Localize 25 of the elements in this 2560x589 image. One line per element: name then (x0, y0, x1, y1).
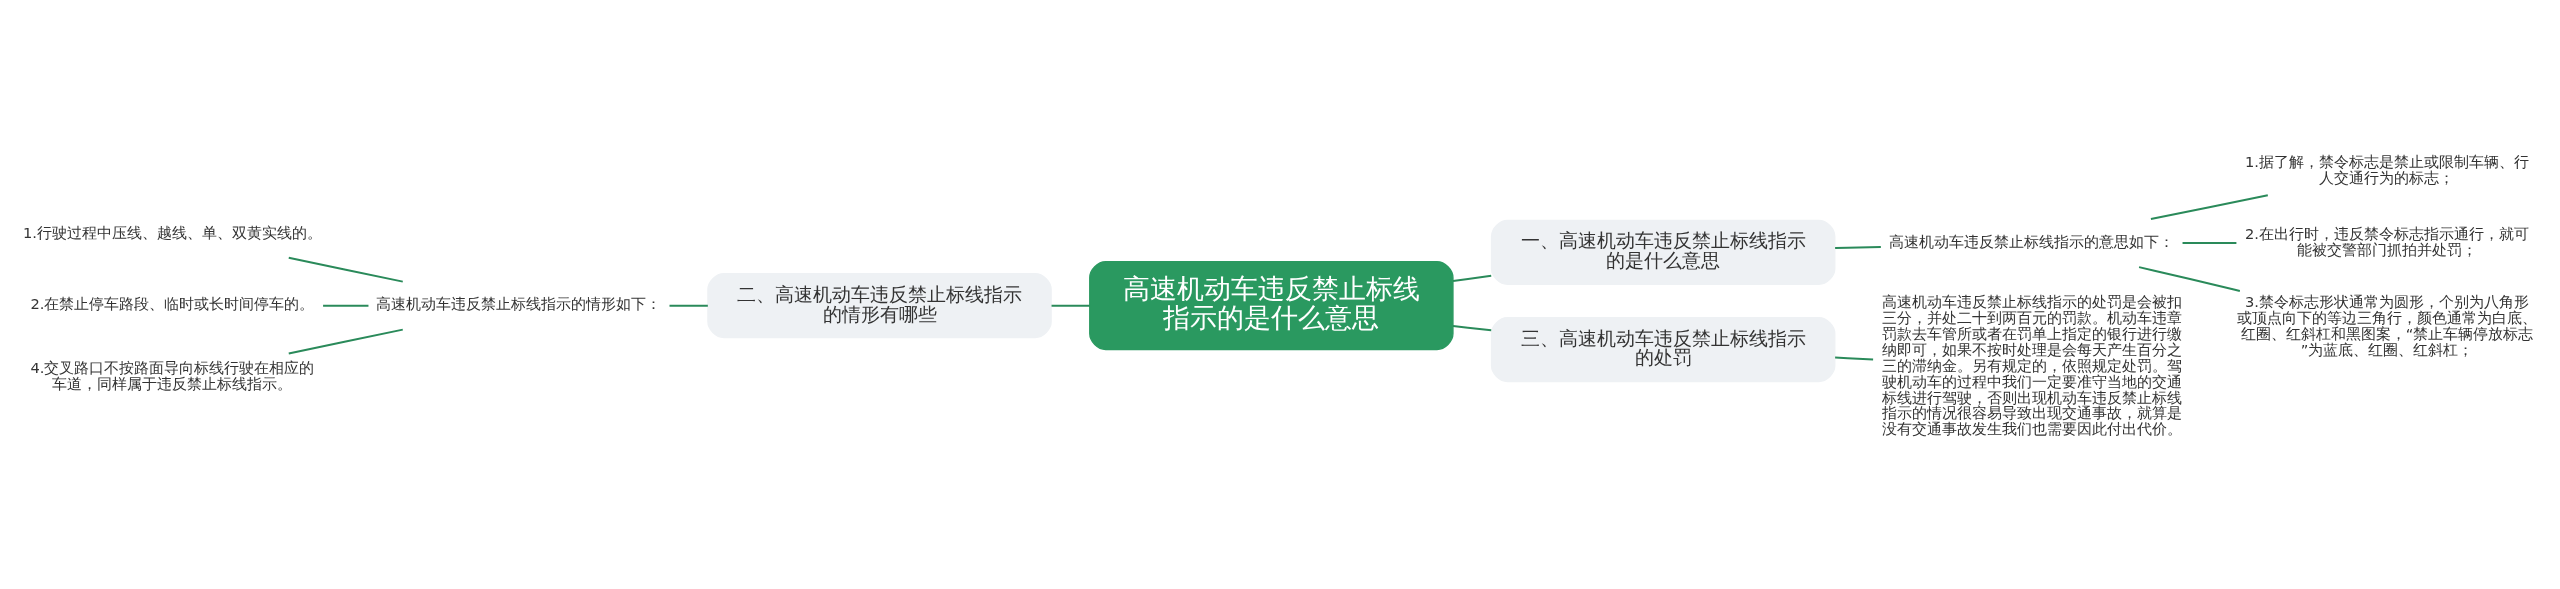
connector (1834, 356, 1875, 360)
connector (1452, 324, 1493, 331)
node-text: 1.据了解，禁令标志是禁止或限制车辆、行人交通行为的标志； (2244, 152, 2529, 186)
node-box: 二、高速机动车违反禁止标线指示的情形有哪些 (707, 272, 1052, 338)
node-text: 4.交叉路口不按路面导向标线行驶在相应的车道，同样属于违反禁止标线指示。 (30, 358, 315, 392)
node-text: 1.行驶过程中压线、越线、单、双黄实线的。 (22, 223, 322, 241)
node-text: 高速机动车违反禁止标线指示的意思如下： (1889, 232, 2175, 250)
node-box: 三、高速机动车违反禁止标线指示的处罚 (1490, 316, 1836, 382)
connector (2138, 265, 2241, 292)
connector (287, 328, 404, 354)
connector (287, 256, 404, 283)
node-box: 高速机动车违反禁止标线指示的是什么意思 (1089, 260, 1454, 350)
connector (2149, 193, 2269, 220)
connector (1050, 304, 1091, 307)
connector (668, 304, 709, 307)
node-text: 高速机动车违反禁止标线指示的情形如下： (376, 294, 662, 312)
connector (1452, 274, 1493, 282)
node-text: 3.禁令标志形状通常为圆形，个别为八角形或顶点向下的等边三角行，颜色通常为白底、红圈、红斜杠和黑图案，“禁止车辆停放标志”为蓝底、红圈、红斜杠； (2236, 292, 2537, 358)
connector (2181, 241, 2238, 244)
node-text: 高速机动车违反禁止标线指示的处罚是会被扣三分，并处二十到两百元的罚款。机动车违章罚款去车管所或者在罚单上指定的银行进行缴纳即可，如果不按时处理是会每天产生百分之三的滞纳金。另有规定的，依照规定处罚。驾驶机动车的过程中我们一定要准守当地的交通标线进行驾驶，否则出现机动车违反禁止标线指示的情况很容易导致出现交通事故，就算是没有交通事故发生我们也需要因此付出代价。 (1881, 292, 2182, 437)
connector (322, 304, 370, 307)
node-text: 2.在禁止停车路段、临时或长时间停车的。 (30, 294, 315, 312)
node-box: 一、高速机动车违反禁止标线指示的是什么意思 (1490, 219, 1836, 285)
node-text: 2.在出行时，违反禁令标志指示通行，就可能被交警部门抓拍并处罚； (2244, 224, 2529, 258)
connector (1834, 245, 1882, 249)
